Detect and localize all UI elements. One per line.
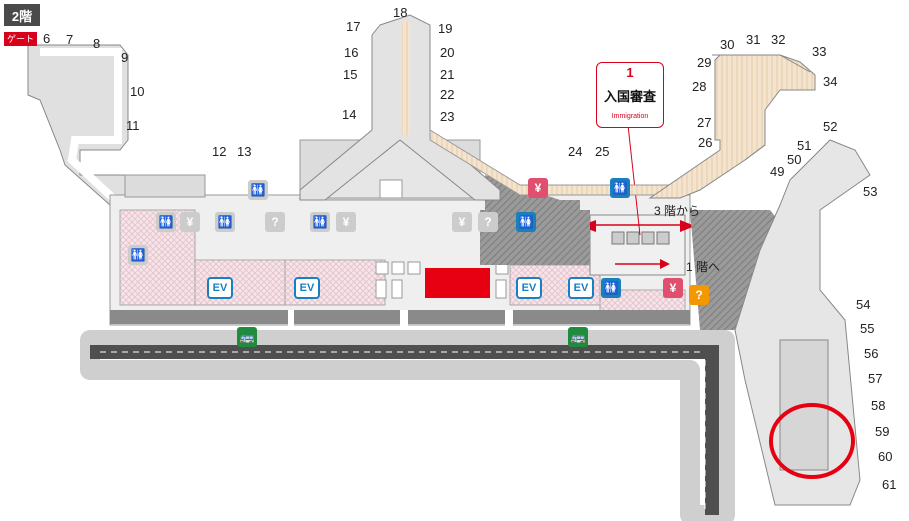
gate-27: 27	[697, 115, 711, 130]
restroom-icon: 🚻	[310, 212, 330, 232]
currency-exchange-icon: ¥	[663, 278, 683, 298]
gate-20: 20	[440, 45, 454, 60]
gate-34: 34	[823, 74, 837, 89]
gate-16: 16	[344, 45, 358, 60]
currency-exchange-icon: ¥	[336, 212, 356, 232]
restroom-icon: 🚻	[215, 212, 235, 232]
immigration-label-en: Immigration	[611, 113, 649, 120]
restroom-icon: 🚻	[601, 278, 621, 298]
gate-58: 58	[871, 398, 885, 413]
gate-61: 61	[882, 477, 896, 492]
elevator-icon: EV	[568, 277, 594, 299]
gate-26: 26	[698, 135, 712, 150]
gate-51: 51	[797, 138, 811, 153]
information-icon: ?	[265, 212, 285, 232]
elevator-icon: EV	[516, 277, 542, 299]
to-1f-note: 1 階へ	[686, 260, 721, 274]
gate-6: 6	[43, 31, 51, 46]
gate-30: 30	[720, 37, 734, 52]
gate-10: 10	[130, 84, 144, 99]
road	[80, 330, 735, 521]
information-icon: ?	[478, 212, 498, 232]
gate-52: 52	[823, 119, 837, 134]
right-pier	[648, 54, 816, 199]
gate-23: 23	[440, 109, 454, 124]
gate-21: 21	[440, 67, 454, 82]
gate-22: 22	[440, 87, 454, 102]
bus-icon: 🚌	[237, 327, 257, 347]
elevator-icon: EV	[207, 277, 233, 299]
central-pier	[299, 14, 691, 201]
gate-25: 25	[595, 144, 609, 159]
currency-exchange-icon: ¥	[452, 212, 472, 232]
gate-56: 56	[864, 346, 878, 361]
gate-32: 32	[771, 32, 785, 47]
gate-12: 12	[212, 144, 226, 159]
gate-54: 54	[856, 297, 870, 312]
bus-icon: 🚌	[568, 327, 588, 347]
gate-19: 19	[438, 21, 452, 36]
gate-28: 28	[692, 79, 706, 94]
elevator-icon: EV	[294, 277, 320, 299]
gate-60: 60	[878, 449, 892, 464]
gate-31: 31	[746, 32, 760, 47]
gate-50: 50	[787, 152, 801, 167]
gate-8: 8	[93, 36, 100, 51]
gate-33: 33	[812, 44, 826, 59]
gate-24: 24	[568, 144, 582, 159]
gate-9: 9	[121, 50, 128, 65]
gate-18: 18	[393, 5, 407, 20]
currency-exchange-icon: ¥	[528, 178, 548, 198]
highlight-circle	[769, 403, 855, 479]
gate-11: 11	[126, 118, 140, 133]
restroom-icon: 🚻	[156, 212, 176, 232]
gate-57: 57	[868, 371, 882, 386]
restroom-icon: 🚻	[516, 212, 536, 232]
information-icon: ?	[689, 285, 709, 305]
gate-53: 53	[863, 184, 877, 199]
gate-49: 49	[770, 164, 784, 179]
restroom-icon: 🚻	[248, 180, 268, 200]
floor-badge: 2階	[4, 4, 40, 26]
gate-7: 7	[66, 32, 73, 47]
left-pier	[27, 44, 129, 206]
gate-17: 17	[346, 19, 360, 34]
gate-29: 29	[697, 55, 711, 70]
currency-exchange-icon: ¥	[180, 212, 200, 232]
gate-badge: ゲート	[4, 32, 38, 46]
gate-13: 13	[237, 144, 251, 159]
gate-labels: 7 8 9 10 11 12 13 14 15 16 17 18 19 20 2…	[66, 5, 896, 492]
gate-15: 15	[343, 67, 357, 82]
gate-59: 59	[875, 424, 889, 439]
from-3f-note: 3 階から	[654, 204, 701, 218]
gate-55: 55	[860, 321, 874, 336]
gate-14: 14	[342, 107, 356, 122]
immigration-callout: 1 入国審査 Immigration	[596, 62, 664, 128]
restroom-icon: 🚻	[128, 245, 148, 265]
immigration-number: 1	[626, 65, 634, 80]
restroom-icon: 🚻	[610, 178, 630, 198]
immigration-label: 入国審査	[603, 89, 656, 104]
